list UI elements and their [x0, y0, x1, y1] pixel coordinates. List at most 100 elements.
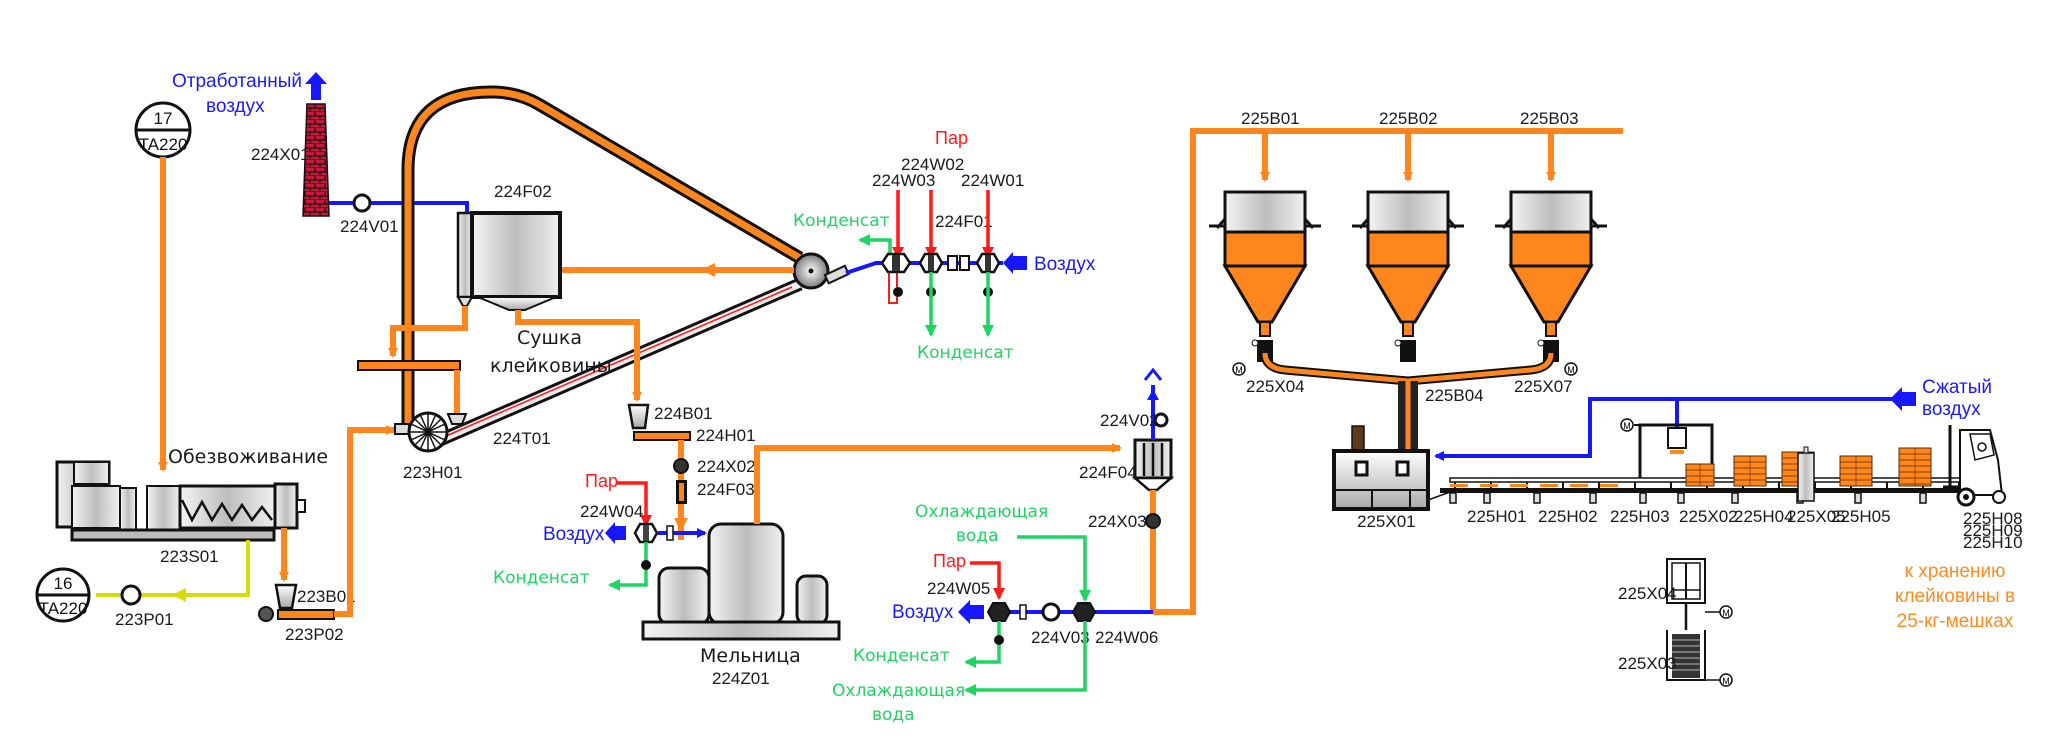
screw-conveyor-223P02[interactable]	[258, 606, 335, 622]
bucket-elevator-223H01[interactable]	[394, 411, 449, 453]
connector-16[interactable]: 16 TA220	[35, 567, 91, 623]
label-225B02: 225B02	[1379, 109, 1438, 128]
condensate-return-top	[858, 234, 892, 256]
label-condensate-mill: Конденсат	[493, 568, 590, 588]
label-224X03: 224X03	[1088, 512, 1147, 531]
label-compressed-air-2: воздух	[1922, 399, 1981, 420]
connector-16-number: 16	[54, 574, 73, 593]
label-steam-mill: Пар	[585, 471, 618, 491]
fan-224V03[interactable]	[1041, 602, 1061, 622]
pallet	[1839, 455, 1873, 487]
silo-225B03[interactable]	[1495, 131, 1607, 362]
label-224B01: 224B01	[654, 404, 713, 423]
heater-224W03[interactable]	[880, 252, 912, 274]
screw-press-223S01[interactable]	[55, 460, 306, 542]
label-224V02: 224V02	[1100, 411, 1159, 430]
label-condensate-bottom: Конденсат	[917, 343, 1014, 363]
label-224F01: 224F01	[935, 212, 993, 231]
label-224F03: 224F03	[697, 480, 755, 499]
label-224W01: 224W01	[961, 171, 1024, 190]
label-224H01: 224H01	[696, 426, 756, 445]
exhaust-arrow-icon	[305, 72, 327, 100]
label-224X02: 224X02	[697, 457, 756, 476]
filter-224F04[interactable]	[1131, 438, 1175, 492]
motor-225X03-magazine[interactable]: M	[1705, 673, 1733, 687]
fan-224V02[interactable]	[1153, 412, 1169, 428]
silo-b04-chute[interactable]	[1398, 381, 1418, 457]
condensate-w04	[608, 542, 648, 591]
pipe-cyclone-fines	[388, 306, 468, 358]
fan-224V01[interactable]	[352, 193, 372, 213]
magazine-225X04[interactable]	[1666, 558, 1706, 604]
magnet-224F03[interactable]	[676, 480, 687, 504]
connector-17[interactable]: 17 TA220	[134, 101, 192, 159]
label-drying-2: клейковины	[490, 355, 612, 377]
label-225B01: 225B01	[1241, 109, 1300, 128]
wrapper-225X05[interactable]	[1797, 446, 1815, 502]
steam-w04	[617, 481, 652, 527]
screw-224H01[interactable]	[633, 431, 691, 441]
pipe-mill-to-filter	[754, 443, 1122, 524]
label-storage-2: клейковины в	[1895, 586, 2015, 607]
label-225X03-magazine: 225X03	[1618, 654, 1677, 673]
connector-17-code: TA220	[139, 135, 188, 154]
hopper-224B01[interactable]	[627, 403, 650, 430]
pallet	[1898, 447, 1932, 487]
motor-palletizer[interactable]: M	[1620, 418, 1634, 432]
label-224F04: 224F04	[1079, 463, 1137, 482]
heater-224W02[interactable]	[918, 252, 944, 274]
connector-17-number: 17	[154, 109, 173, 128]
label-224T01: 224T01	[493, 429, 551, 448]
cooler-224W06[interactable]	[1071, 602, 1097, 622]
label-225H10: 225H10	[1963, 533, 2023, 552]
filter-224F01[interactable]	[947, 255, 970, 271]
motor-225X04-magazine[interactable]: M	[1705, 605, 1733, 619]
label-cooling-water-out-2: вода	[872, 705, 915, 725]
label-air-top: Воздух	[1034, 254, 1096, 275]
motor-label: M	[1722, 676, 1730, 686]
steam-w05	[970, 561, 1005, 600]
air-inlet-cool-arrow-icon	[958, 600, 984, 624]
label-224V01: 224V01	[340, 217, 399, 236]
motor-225X07[interactable]: M	[1564, 362, 1578, 376]
label-224X01: 224X01	[251, 145, 310, 164]
label-223H01: 223H01	[403, 463, 463, 482]
cyclone-224F02[interactable]	[456, 211, 562, 311]
cooling-water-out	[964, 621, 1087, 696]
motor-225X04[interactable]: M	[1232, 362, 1246, 376]
vent-icon	[1143, 367, 1163, 381]
label-225H08: 225H08	[1963, 509, 2023, 528]
silo-225B01[interactable]	[1209, 131, 1321, 362]
label-225H05: 225H05	[1831, 507, 1891, 526]
hopper-224T01[interactable]	[446, 413, 468, 425]
chimney-224X01[interactable]	[302, 103, 330, 217]
rotary-valve-224X02[interactable]	[673, 458, 689, 474]
motor-label: M	[1567, 365, 1575, 375]
bagging-machine-225X01[interactable]	[1332, 425, 1430, 511]
hopper-223B01[interactable]	[274, 583, 298, 610]
label-steam-top: Пар	[935, 128, 968, 148]
forklift-225H08[interactable]	[1943, 425, 2006, 507]
heater-224W05[interactable]	[986, 602, 1012, 622]
palletizer-frame[interactable]	[1634, 423, 1714, 481]
heater-224W04[interactable]	[633, 522, 659, 544]
air-inlet-arrow-icon	[1003, 252, 1027, 274]
magazine-225X03[interactable]	[1666, 630, 1706, 681]
condensate-traps-top	[893, 287, 993, 297]
pipe-to-elevator	[334, 425, 396, 617]
motor-label: M	[1235, 365, 1243, 375]
mill-224Z01[interactable]	[641, 522, 841, 641]
pulley-drive[interactable]	[792, 252, 850, 290]
label-224F02: 224F02	[494, 182, 552, 201]
label-steam-cool: Пар	[933, 551, 966, 571]
label-225B04: 225B04	[1425, 386, 1484, 405]
screw-conveyor-mixer[interactable]	[357, 360, 461, 371]
cooling-water-in	[1017, 535, 1091, 602]
rotary-valve-224X03[interactable]	[1145, 513, 1161, 529]
label-225H03: 225H03	[1610, 507, 1670, 526]
pump-223P01[interactable]	[120, 584, 142, 606]
silo-225B02[interactable]	[1352, 131, 1464, 362]
label-224W03: 224W03	[872, 171, 935, 190]
heater-224W01[interactable]	[975, 252, 1001, 274]
